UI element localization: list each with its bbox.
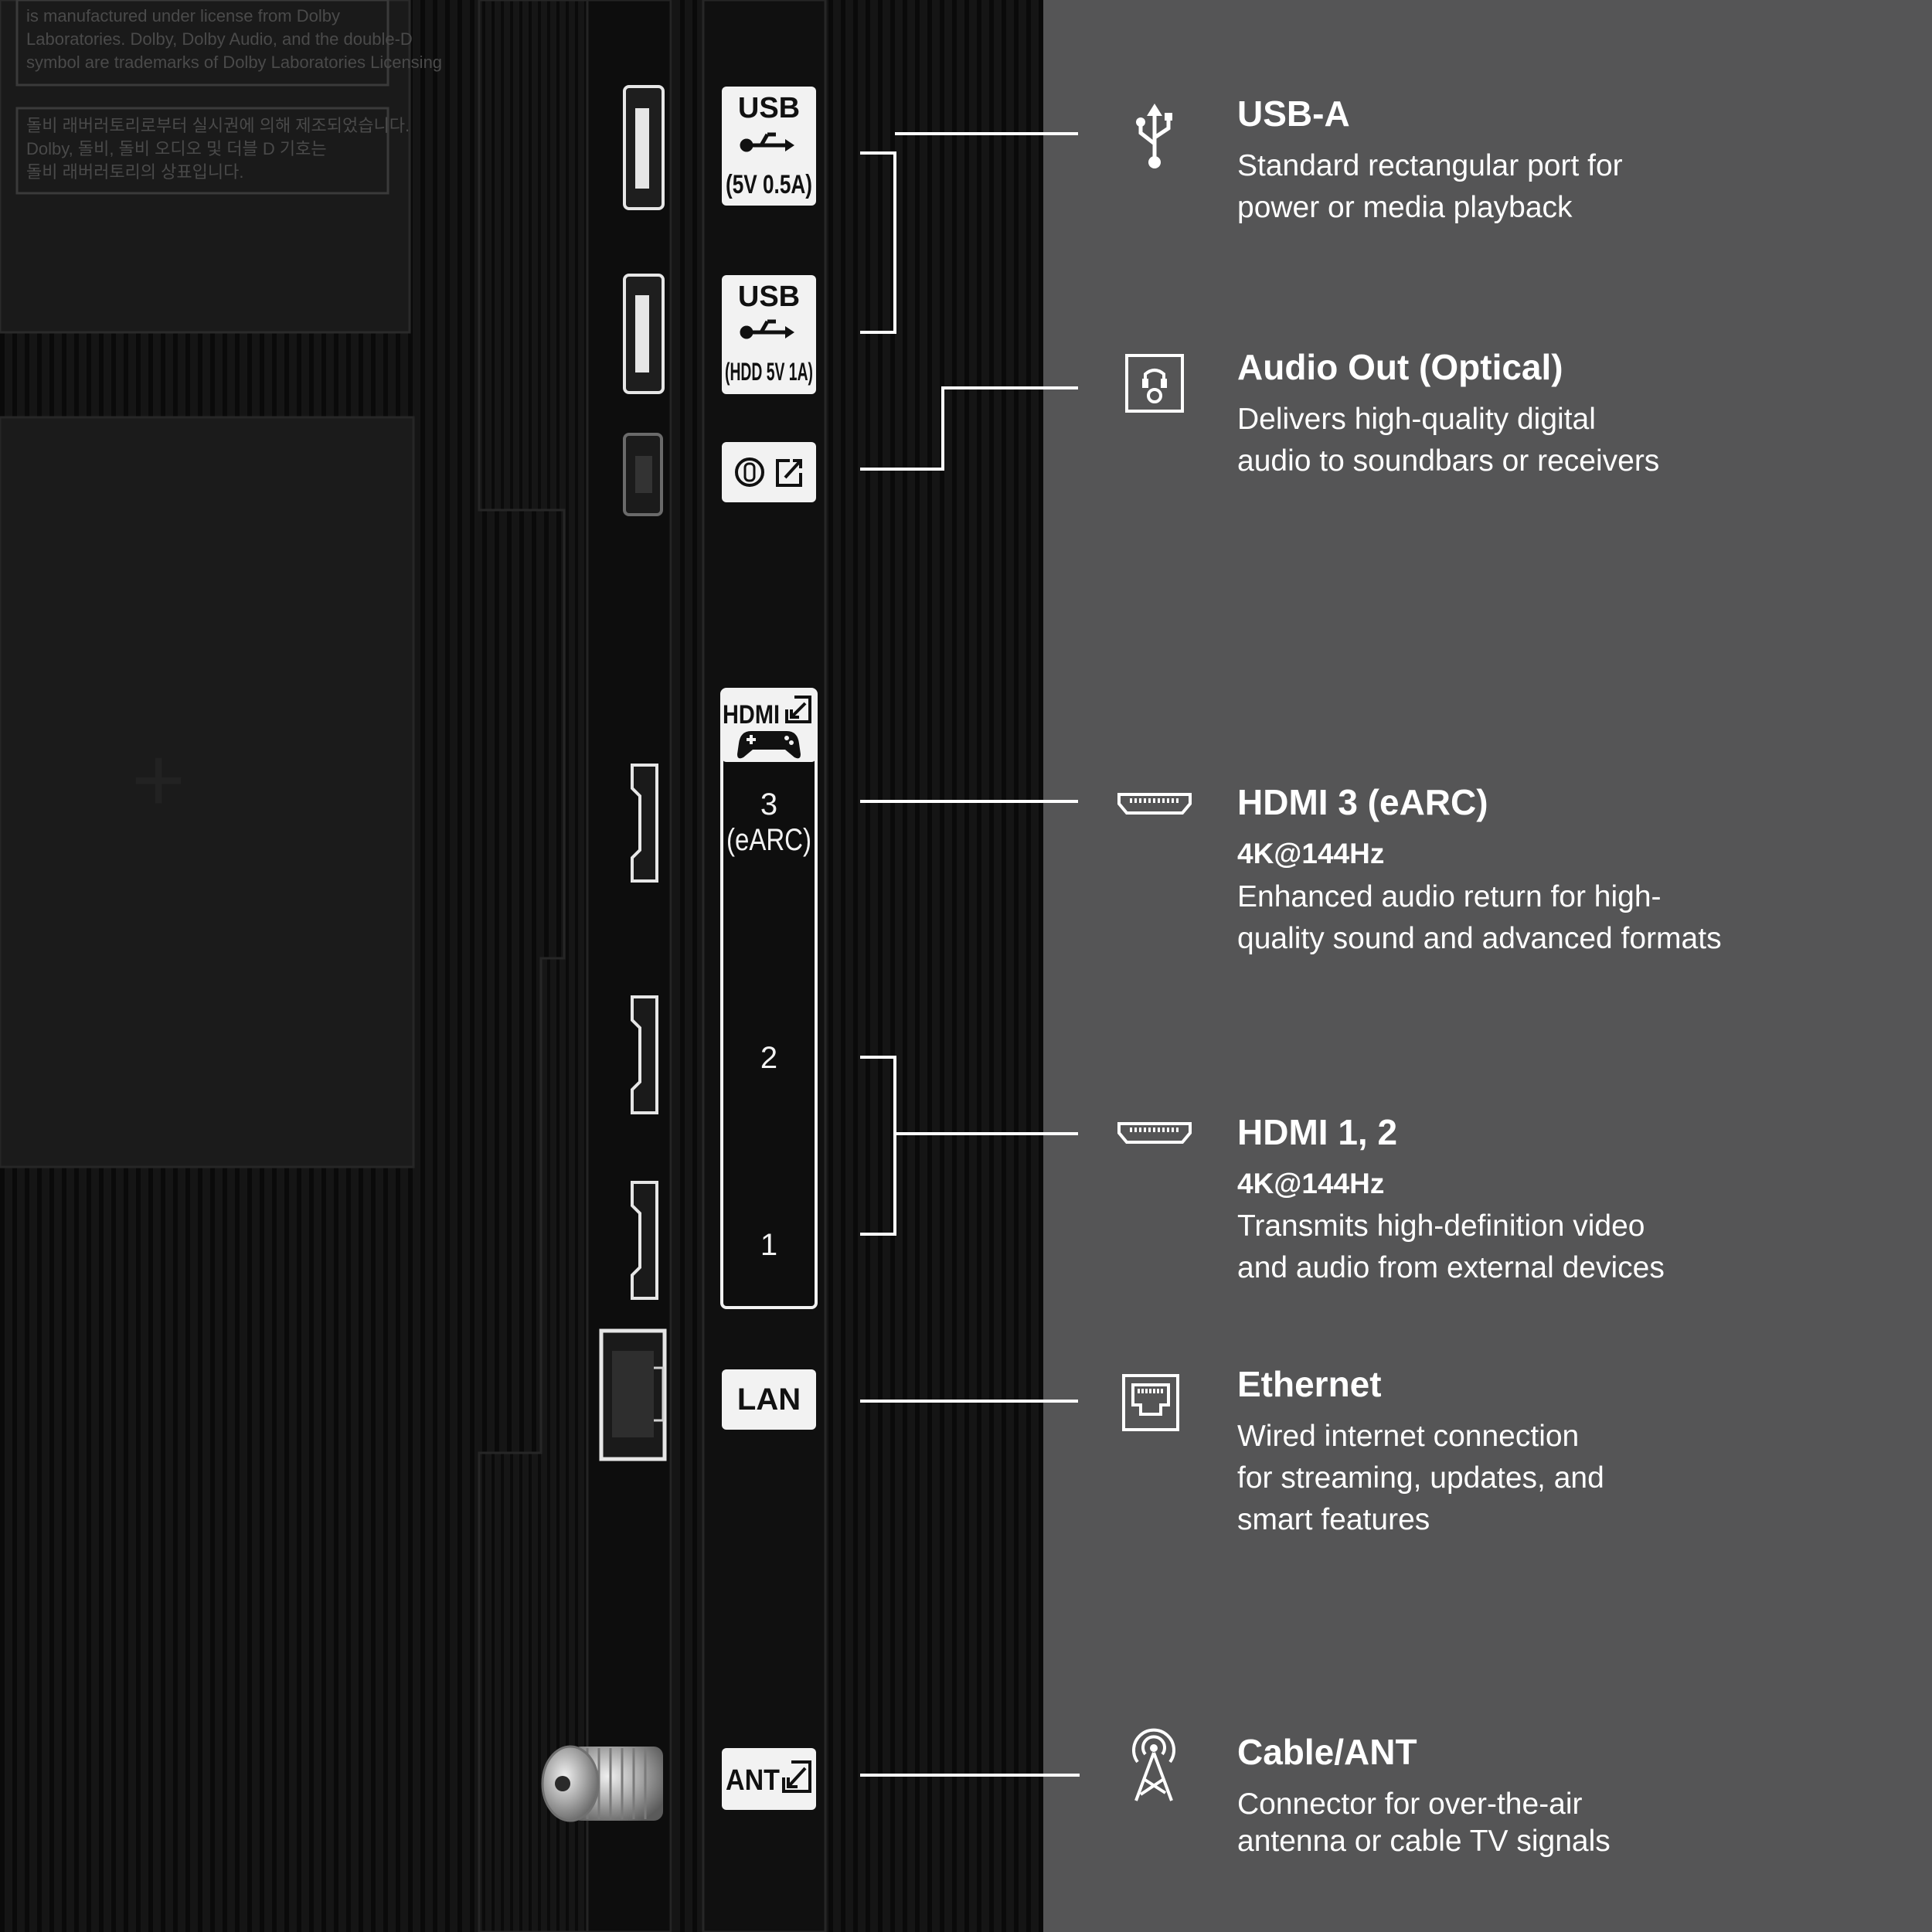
input-arrow-icon [782, 1760, 811, 1793]
usb-2-label: USB (HDD 5V 1A) [722, 275, 816, 394]
antenna-icon [1132, 1728, 1175, 1801]
port-description-line: Standard rectangular port for [1237, 149, 1623, 182]
usb-1-label: USB (5V 0.5A) [722, 87, 816, 206]
port-hdmi-3-block: HDMI 3 (eARC) 4K@144Hz Enhanced audio re… [1237, 782, 1722, 955]
hdmi-3-number: 3 [760, 787, 777, 821]
input-arrow-icon [785, 696, 811, 723]
hdmi-icon [1117, 793, 1192, 815]
hdmi-icon [1117, 1122, 1192, 1144]
port-hdmi-1-2-block: HDMI 1, 2 4K@144Hz Transmits high-defini… [1237, 1112, 1665, 1284]
port-description-line: smart features [1237, 1503, 1430, 1536]
plus-mark: + [131, 728, 185, 832]
legal-label-plate [0, 0, 411, 334]
port-title: Cable/ANT [1237, 1732, 1417, 1772]
lan-port [599, 1328, 667, 1461]
ant-label-text: ANT [726, 1764, 780, 1797]
tv-back-panel: is manufactured under license from Dolby… [0, 0, 1043, 1932]
usb-icon [1136, 104, 1172, 168]
back-cover-panel [0, 416, 415, 1168]
optical-label [722, 442, 816, 502]
hdmi-port-2 [631, 995, 658, 1114]
usb-port-1 [623, 85, 665, 210]
hdmi-2-number: 2 [760, 1041, 777, 1075]
info-panel [1043, 0, 1932, 1932]
usb-port-2 [623, 274, 665, 394]
port-description-line: for streaming, updates, and [1237, 1461, 1604, 1495]
ethernet-icon [1122, 1374, 1179, 1431]
port-description-line: Enhanced audio return for high- [1237, 880, 1662, 913]
optical-disc-icon [735, 457, 764, 487]
usb-symbol-icon [740, 319, 794, 339]
usb-1-label-title: USB [738, 92, 800, 124]
legal-text-line: symbol are trademarks of Dolby Laborator… [26, 53, 442, 72]
port-description-line: quality sound and advanced formats [1237, 922, 1722, 955]
usb-2-label-rating: (HDD 5V 1A) [725, 358, 813, 386]
hdmi-label-title: HDMI [723, 700, 780, 730]
usb-1-label-rating: (5V 0.5A) [726, 170, 812, 199]
port-spec: 4K@144Hz [1237, 1168, 1384, 1199]
lan-label: LAN [722, 1369, 816, 1430]
port-description-line: antenna or cable TV signals [1237, 1825, 1611, 1858]
lan-label-text: LAN [737, 1383, 801, 1417]
ant-label: ANT [722, 1748, 816, 1810]
hdmi-3-earc-label: (eARC) [726, 823, 811, 857]
port-description-line: Connector for over-the-air [1237, 1787, 1583, 1821]
connector-lines [860, 132, 1080, 1777]
port-title: USB-A [1237, 94, 1350, 134]
port-title: Ethernet [1237, 1364, 1382, 1404]
hdmi-port-3 [631, 764, 658, 883]
hdmi-1-number: 1 [760, 1228, 777, 1262]
usb-symbol-icon [740, 132, 794, 152]
output-arrow-icon [776, 459, 802, 487]
port-cable-ant-block: Cable/ANT Connector for over-the-air ant… [1237, 1732, 1611, 1858]
optical-audio-icon [1125, 354, 1184, 413]
port-description-line: power or media playback [1237, 191, 1573, 224]
port-description-line: Wired internet connection [1237, 1420, 1579, 1453]
port-title: Audio Out (Optical) [1237, 347, 1563, 387]
port-description-line: Delivers high-quality digital [1237, 403, 1596, 436]
game-controller-icon [737, 731, 801, 759]
legal-text-line: Dolby, 돌비, 돌비 오디오 및 더블 D 기호는 [26, 139, 327, 158]
usb-2-label-title: USB [738, 281, 800, 313]
port-description-line: audio to soundbars or receivers [1237, 444, 1659, 478]
coax-connector [541, 1745, 663, 1822]
port-description-line: Transmits high-definition video [1237, 1209, 1645, 1243]
port-spec: 4K@144Hz [1237, 838, 1384, 869]
legal-text-line: is manufactured under license from Dolby [26, 6, 340, 26]
port-usb-a-block: USB-A Standard rectangular port for powe… [1237, 94, 1623, 224]
legal-text-line: 돌비 래버러토리의 상표입니다. [26, 162, 243, 182]
optical-port [623, 433, 663, 516]
legal-text-line: 돌비 래버러토리로부터 실시권에 의해 제조되었습니다. [26, 116, 410, 135]
hdmi-label-block: HDMI 3 (eARC) 2 1 [720, 688, 818, 1309]
port-ethernet-block: Ethernet Wired internet connection for s… [1237, 1364, 1604, 1536]
port-audio-out-block: Audio Out (Optical) Delivers high-qualit… [1237, 347, 1659, 478]
port-title: HDMI 1, 2 [1237, 1112, 1397, 1152]
port-description-line: and audio from external devices [1237, 1251, 1665, 1284]
legal-text-line: Laboratories. Dolby, Dolby Audio, and th… [26, 29, 413, 49]
port-title: HDMI 3 (eARC) [1237, 782, 1488, 822]
hdmi-port-1 [631, 1181, 658, 1300]
